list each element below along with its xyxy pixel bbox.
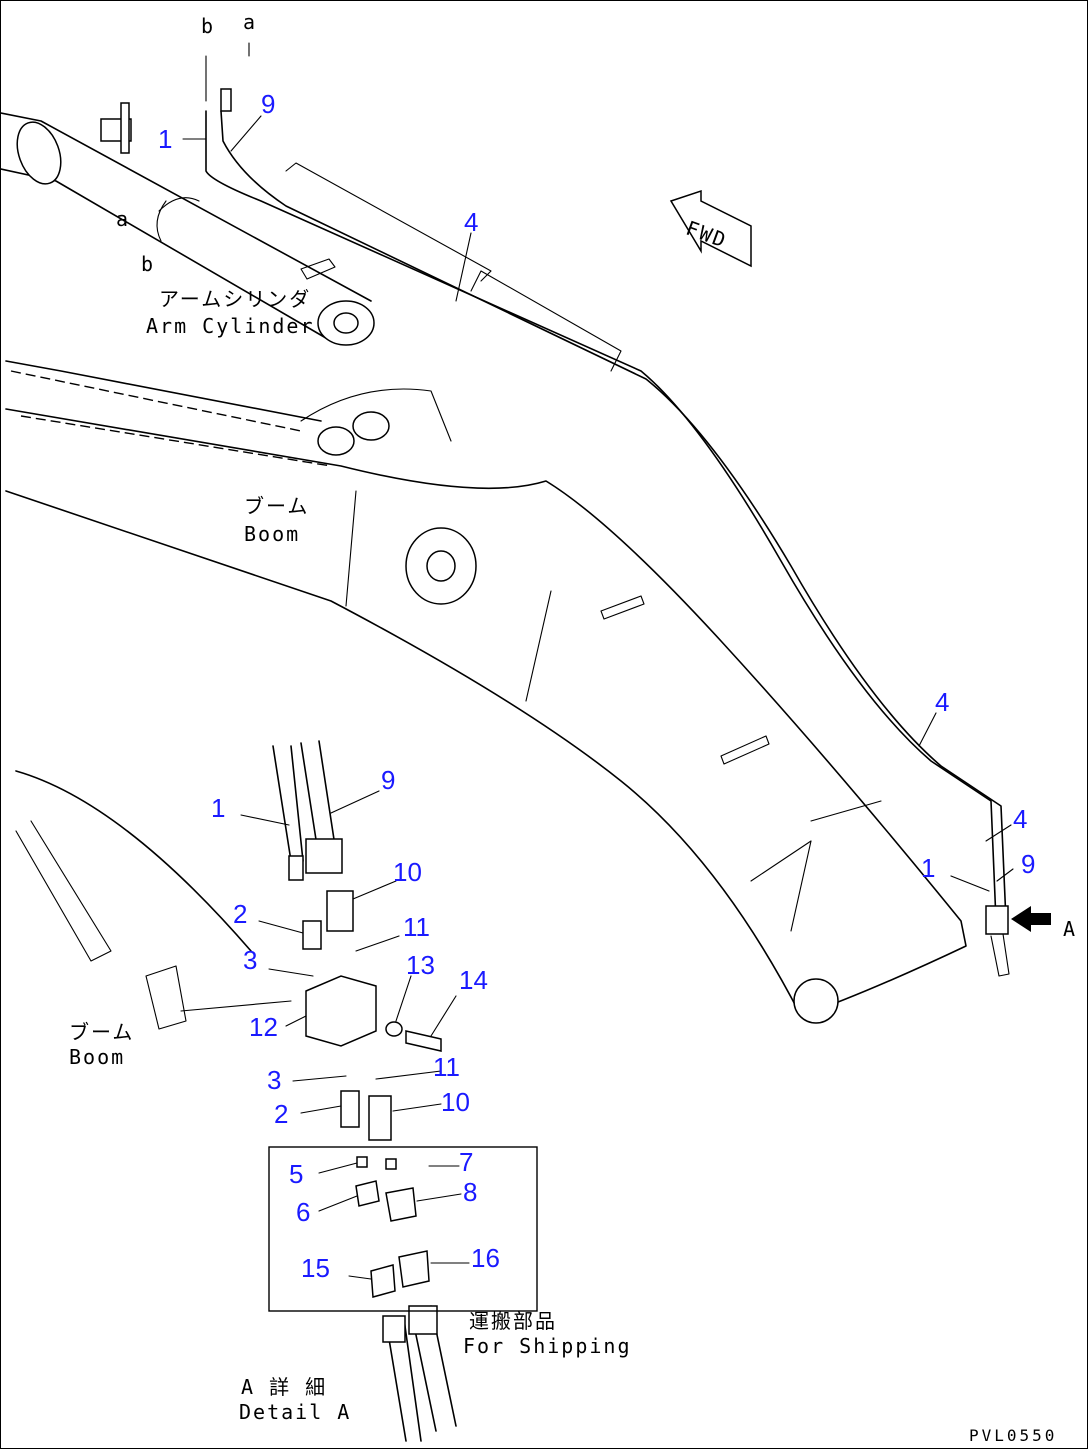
callout-1-right: 1 (921, 853, 935, 883)
boom2-label-en: Boom (69, 1045, 125, 1069)
callout-11-upper: 11 (403, 912, 430, 942)
callout-14: 14 (459, 965, 488, 995)
hose-clamps-dashed (10, 370, 332, 467)
callout-3-lower: 3 (267, 1065, 281, 1095)
ref-a-left: a (116, 207, 130, 231)
callout-6: 6 (296, 1197, 310, 1227)
callout-numbers: 1 9 4 4 4 1 9 1 9 10 2 11 3 13 14 12 3 1… (158, 89, 1035, 1283)
shipping-label-jp: 運搬部品 (469, 1309, 557, 1333)
callout-4-low: 4 (1013, 804, 1027, 834)
callout-10-upper: 10 (393, 857, 422, 887)
part-labels: アームシリンダ Arm Cylinder ブーム Boom ブーム Boom 運… (69, 287, 1057, 1445)
callout-9-top: 9 (261, 89, 275, 119)
callout-9-right: 9 (1021, 849, 1035, 879)
reference-letters: b a a b A (116, 10, 1077, 941)
drawing-code: PVL0550 (969, 1426, 1057, 1445)
callout-3-upper: 3 (243, 945, 257, 975)
callout-15: 15 (301, 1253, 330, 1283)
ref-a-top: a (243, 10, 257, 34)
ref-b-top: b (201, 14, 215, 38)
callout-5: 5 (289, 1159, 303, 1189)
protector-sleeves (285, 162, 622, 372)
view-a-arrow-icon (1011, 906, 1051, 932)
boom-label-jp: ブーム (244, 494, 309, 518)
arm-cylinder-label-jp: アームシリンダ (159, 287, 311, 311)
arm-cylinder-label-en: Arm Cylinder (146, 314, 315, 338)
shipping-label-en: For Shipping (463, 1334, 632, 1358)
detail-a-parts (15, 740, 457, 1442)
callout-8: 8 (463, 1177, 477, 1207)
callout-7: 7 (459, 1147, 473, 1177)
view-a-label: A (1063, 917, 1077, 941)
detail-label-jp: A 詳 細 (241, 1375, 327, 1399)
boom2-label-jp: ブーム (69, 1020, 134, 1044)
callout-9-detail: 9 (381, 765, 395, 795)
callout-10-lower: 10 (441, 1087, 470, 1117)
ref-b-left: b (141, 252, 155, 276)
callout-2-lower: 2 (274, 1099, 288, 1129)
fwd-arrow-icon: FWD (669, 189, 752, 268)
hose-route (205, 42, 1010, 977)
callout-12: 12 (249, 1012, 278, 1042)
boom-body (5, 360, 967, 1024)
callout-4-mid: 4 (935, 687, 949, 717)
callout-16: 16 (471, 1243, 500, 1273)
callout-2-upper: 2 (233, 899, 247, 929)
arm-cylinder (1, 102, 375, 346)
boom-label-en: Boom (244, 522, 300, 546)
leader-lines (182, 115, 1014, 1280)
callout-1-detail: 1 (211, 793, 225, 823)
callout-13: 13 (406, 950, 435, 980)
callout-4-top: 4 (464, 207, 478, 237)
detail-label-en: Detail A (239, 1400, 351, 1424)
callout-11-lower: 11 (433, 1052, 460, 1082)
shipping-parts-box (268, 1146, 538, 1312)
callout-1-top: 1 (158, 124, 172, 154)
